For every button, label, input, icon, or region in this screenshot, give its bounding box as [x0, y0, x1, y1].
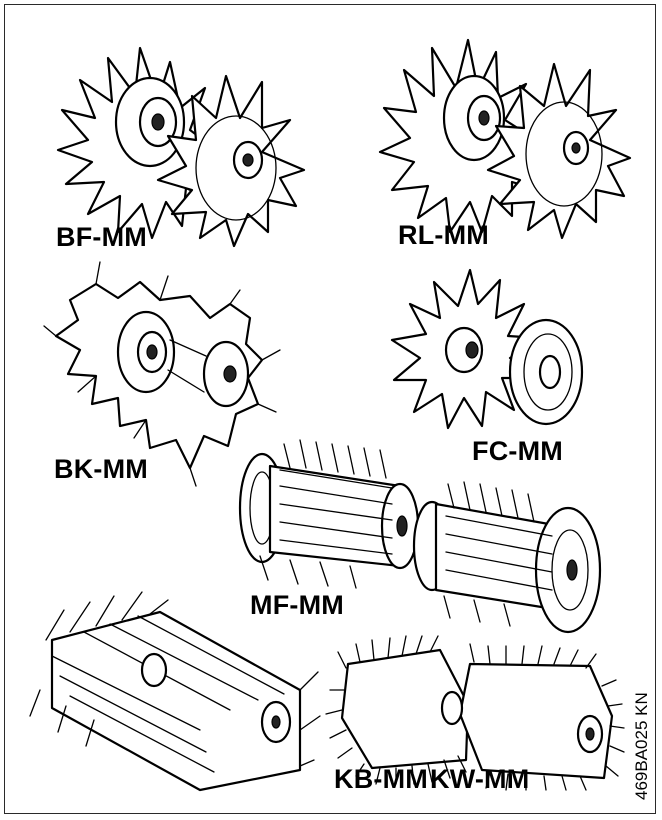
label-fc-mm: FC-MM: [472, 436, 563, 466]
label-bf-mm: BF-MM: [56, 222, 147, 252]
rl-mm-attachment-icon: [378, 38, 632, 240]
mf-mm-attachment-icon: [238, 439, 602, 634]
label-bk-mm: BK-MM: [54, 454, 148, 484]
kb-mm-attachment-icon: [29, 591, 321, 792]
fc-mm-attachment-icon: [390, 268, 584, 430]
label-kb-mm: KB-MM: [334, 764, 428, 794]
bf-mm-attachment-icon: [56, 46, 306, 248]
label-mf-mm: MF-MM: [250, 590, 344, 620]
kw-mm-attachment-icon: [325, 635, 625, 791]
label-kw-mm: KW-MM: [430, 764, 530, 794]
figure-code: 469BA025 KN: [632, 692, 651, 800]
label-rl-mm: RL-MM: [398, 220, 489, 250]
bk-mm-attachment-icon: [43, 261, 281, 487]
